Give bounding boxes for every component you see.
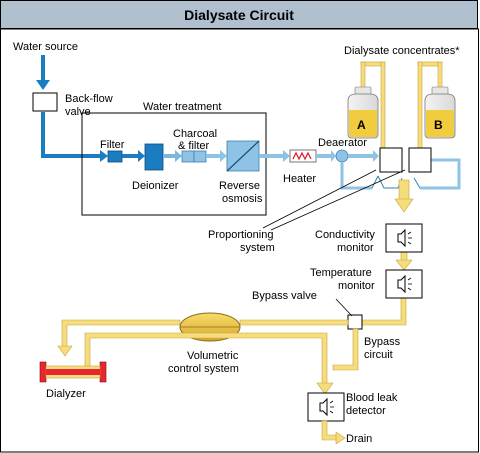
label-charcoal-2: & filter (178, 140, 210, 152)
label-drain: Drain (346, 433, 372, 445)
label-ro-1: Reverse (219, 180, 260, 192)
bottle-a (347, 61, 386, 151)
label-charcoal-1: Charcoal (173, 128, 217, 140)
charcoal-filter-unit (181, 150, 227, 163)
deaerator-unit (335, 149, 379, 163)
bypass-valve-box (347, 314, 363, 330)
label-blood-leak-1: Blood leak (346, 392, 398, 404)
temperature-monitor (385, 269, 423, 299)
filter-unit (107, 150, 145, 163)
label-deionizer: Deionizer (132, 180, 179, 192)
blood-leak-detector (307, 392, 345, 422)
return-line (84, 332, 334, 395)
label-backflow-2: valve (65, 106, 91, 118)
water-source-pipe (36, 55, 108, 162)
conductivity-monitor (385, 223, 423, 253)
bypass-valve-pointer (335, 298, 353, 317)
label-filter: Filter (100, 139, 125, 151)
reverse-osmosis-unit (226, 140, 290, 172)
heater-unit (289, 149, 336, 163)
label-conductivity-2: monitor (337, 242, 374, 254)
proportioning-box-b (408, 147, 432, 173)
diagram-title: Dialysate Circuit (0, 0, 478, 29)
drain-line (321, 420, 346, 445)
label-bypass-circuit-2: circuit (364, 349, 393, 361)
label-water-source: Water source (13, 41, 78, 53)
diagram-frame (0, 28, 479, 453)
backflow-valve (32, 92, 58, 112)
dialyzer (39, 361, 107, 383)
label-temperature-2: monitor (338, 280, 375, 292)
label-dialyzer: Dialyzer (46, 388, 86, 400)
label-water-treatment: Water treatment (143, 101, 221, 113)
label-deaerator: Deaerator (318, 137, 367, 149)
label-proportioning-2: system (240, 242, 275, 254)
label-concentrates: Dialysate concentrates* (344, 45, 460, 57)
label-backflow-1: Back-flow (65, 93, 113, 105)
label-bypass-circuit-1: Bypass (364, 336, 401, 348)
label-volumetric-1: Volumetric (187, 350, 239, 362)
label-ro-2: osmosis (222, 193, 263, 205)
label-bottle-a: A (357, 118, 366, 132)
label-conductivity-1: Conductivity (315, 229, 375, 241)
recirculation-loop-fill (340, 158, 461, 190)
bypass-circuit-line (332, 328, 359, 371)
label-blood-leak-2: detector (346, 405, 386, 417)
proportioning-pointers (262, 169, 406, 231)
label-proportioning-1: Proportioning (208, 229, 273, 241)
proportioning-box-a (379, 147, 403, 173)
label-bottle-b: B (434, 118, 443, 132)
label-volumetric-2: control system (168, 363, 239, 375)
bottle-b (417, 61, 456, 151)
label-temperature-1: Temperature (310, 267, 372, 279)
water-treatment-box (81, 112, 267, 216)
dialysate-main-line (360, 179, 414, 326)
label-bypass-valve: Bypass valve (252, 290, 317, 302)
label-heater: Heater (283, 173, 316, 185)
deionizer-unit (144, 143, 182, 171)
